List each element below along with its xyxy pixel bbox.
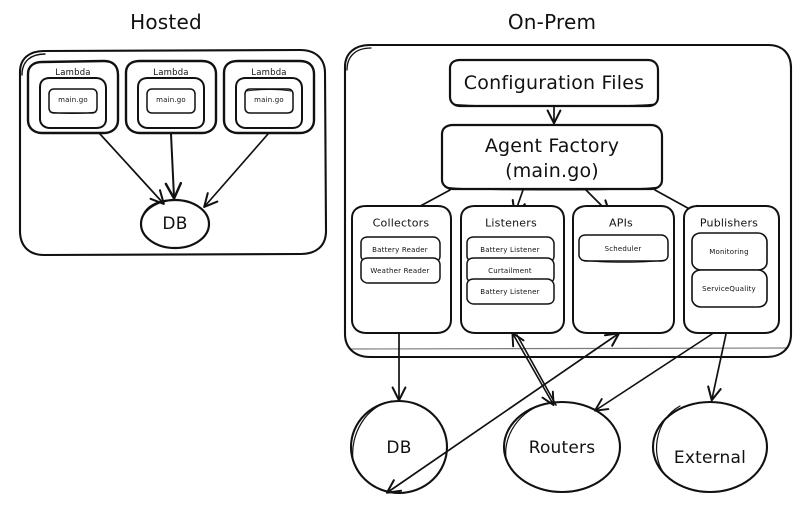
- onprem-container: [343, 43, 793, 359]
- lambda-box-3[interactable]: [222, 59, 316, 135]
- publishers-item-2[interactable]: [691, 269, 768, 308]
- sink-external-node[interactable]: [651, 400, 769, 494]
- group-publishers[interactable]: [683, 205, 780, 334]
- apis-item-1[interactable]: [578, 234, 669, 263]
- lambda-box-1[interactable]: [26, 59, 120, 135]
- listeners-item-3[interactable]: [466, 278, 555, 305]
- publishers-item-1[interactable]: [691, 232, 768, 271]
- group-listeners[interactable]: [460, 205, 565, 334]
- hosted-arrows: [99, 133, 269, 208]
- arrow-publishers-to-routers: [594, 333, 713, 412]
- arrow-publishers-to-external: [707, 333, 727, 402]
- arrow-db-to-apis: [385, 332, 621, 494]
- sink-routers-node[interactable]: [502, 400, 622, 494]
- lambda-box-2[interactable]: [124, 59, 218, 135]
- configuration-files-box[interactable]: [448, 58, 660, 108]
- agent-factory-box[interactable]: [440, 123, 664, 191]
- group-collectors[interactable]: [351, 205, 452, 334]
- group-to-sink-arrows: [385, 331, 727, 494]
- collectors-item-2[interactable]: [360, 257, 441, 284]
- hosted-db-node[interactable]: [139, 198, 211, 250]
- sink-db-node[interactable]: [349, 399, 449, 495]
- group-apis[interactable]: [572, 205, 675, 334]
